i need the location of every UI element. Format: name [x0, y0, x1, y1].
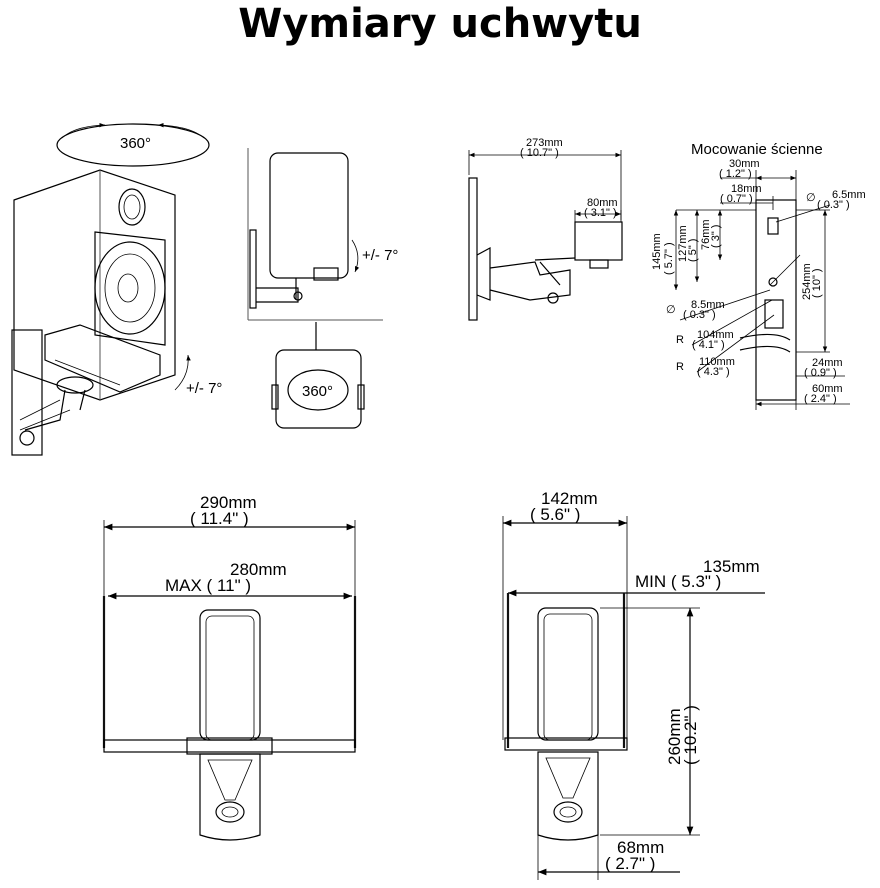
hole-mid-in: ( 0.3" ): [683, 309, 716, 321]
min-outer-in: ( 5.6" ): [530, 505, 580, 524]
rotation-ellipse-bottom: [287, 369, 349, 411]
dim-24-mm: 24mm: [812, 357, 843, 369]
side-depth-mm: 80mm: [587, 197, 618, 209]
hole-symbol-top: ∅: [806, 192, 816, 204]
max-inner-mm: 280mm: [230, 560, 287, 579]
hole-top-in: ( 0.3" ): [817, 199, 850, 211]
min-outer-mm: 142mm: [541, 489, 598, 508]
max-width-drawing: 290mm ( 11.4" ) 280mm MAX ( 11" ): [102, 493, 357, 841]
dim-254-in: ( 10" ): [811, 268, 823, 298]
radius-symbol-2: R: [676, 361, 684, 373]
max-outer-mm: 290mm: [200, 493, 257, 512]
side-view-drawing: 273mm ( 10.7" ) 80mm ( 3.1" ): [468, 137, 623, 321]
page-title: Wymiary uchwytu: [238, 1, 642, 47]
min-bottom-in: ( 2.7" ): [605, 854, 655, 873]
side-depth-in: ( 3.1" ): [584, 207, 617, 219]
dim-127-mm: 127mm: [677, 225, 689, 262]
max-inner-label: MAX ( 11" ): [165, 576, 251, 595]
dim-24-in: ( 0.9" ): [804, 367, 837, 379]
dim-r104-mm: 104mm: [697, 329, 734, 341]
dim-18-mm: 18mm: [731, 183, 762, 195]
side-width-in: ( 10.7" ): [520, 147, 559, 159]
dim-r110-in: ( 4.3" ): [697, 366, 730, 378]
speaker-isometric-illustration: 360° +/- 7°: [11, 122, 222, 456]
dim-145-in: ( 5.7" ): [663, 242, 675, 275]
rotation-label-top: 360°: [120, 135, 151, 152]
side-top-view-illustration: +/- 7° 360°: [247, 148, 398, 429]
dim-18-in: ( 0.7" ): [720, 193, 753, 205]
wall-mount-heading: Mocowanie ścienne: [691, 141, 823, 158]
min-height-in: ( 10.2" ): [681, 705, 700, 765]
dim-r104-in: ( 4.1" ): [692, 339, 725, 351]
woofer: [94, 241, 166, 335]
min-width-drawing: 142mm ( 5.6" ) 135mm MIN ( 5.3" ) 260mm …: [502, 489, 765, 880]
tilt-arrow-left: [174, 354, 191, 391]
dim-30-mm: 30mm: [729, 158, 760, 170]
dim-30-in: ( 1.2" ): [719, 168, 752, 180]
dim-145-mm: 145mm: [651, 233, 663, 270]
hole-symbol-mid: ∅: [666, 304, 676, 316]
dim-r110-mm: 110mm: [699, 356, 735, 368]
dim-60-in: ( 2.4" ): [804, 393, 837, 405]
rotation-arrow-left: [61, 122, 106, 139]
dim-76-in: ( 3" ): [710, 225, 722, 248]
rotation-ellipse-top: [56, 123, 210, 167]
tilt-label-mid: +/- 7°: [362, 247, 398, 264]
max-outer-in: ( 11.4" ): [190, 509, 249, 528]
dim-60-mm: 60mm: [812, 383, 843, 395]
tilt-arrow-mid: [351, 239, 360, 273]
rotation-arrow-right: [157, 122, 205, 139]
hole-top-mm: 6.5mm: [832, 189, 866, 201]
min-height-mm: 260mm: [665, 708, 684, 765]
side-width-mm: 273mm: [526, 137, 563, 149]
min-bottom-mm: 68mm: [617, 838, 664, 857]
dim-76-mm: 76mm: [700, 219, 712, 250]
radius-symbol-1: R: [676, 334, 684, 346]
dim-254-mm: 254mm: [801, 263, 813, 300]
dim-127-in: ( 5" ): [687, 239, 699, 262]
tilt-label-left: +/- 7°: [186, 380, 222, 397]
min-inner-mm: 135mm: [703, 557, 760, 576]
wall-mount-drawing: Mocowanie ścienne 30mm ( 1.2" ) 18mm ( 0…: [651, 141, 866, 410]
rotation-label-bottom: 360°: [302, 383, 333, 400]
min-inner-label: MIN ( 5.3" ): [635, 572, 721, 591]
